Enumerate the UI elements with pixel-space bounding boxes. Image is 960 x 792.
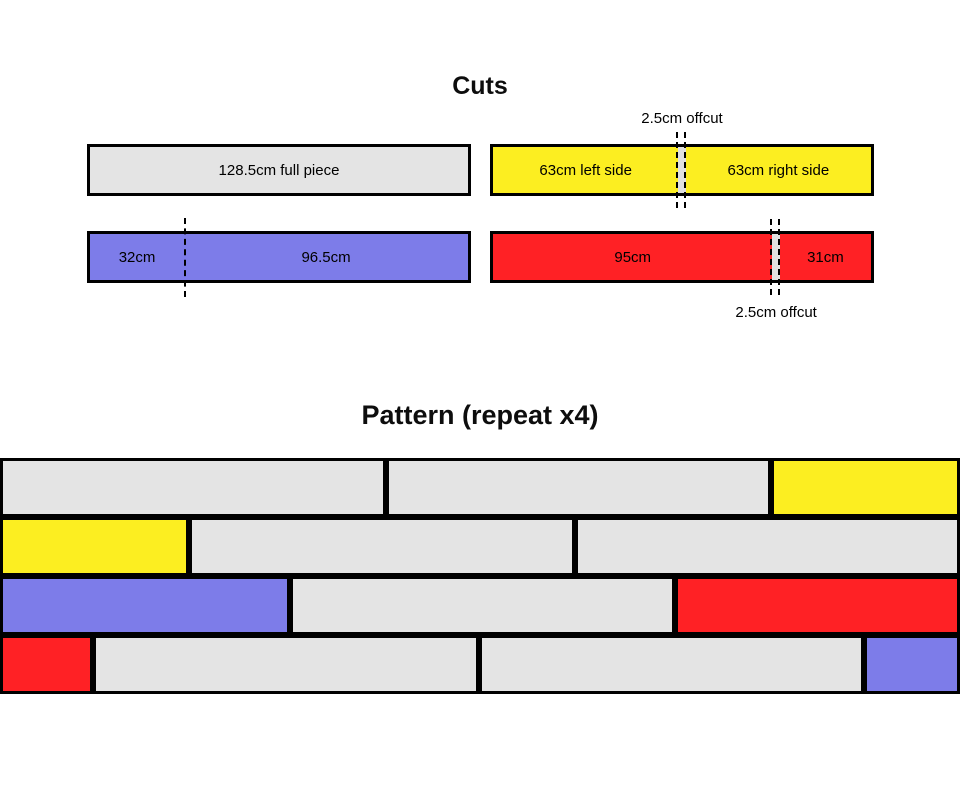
pattern-row-1 <box>0 458 960 517</box>
offcut-label: 2.5cm offcut <box>641 110 723 127</box>
pattern-piece-gray <box>93 635 479 694</box>
cut-segment-label: 31cm <box>807 248 844 266</box>
pattern-piece-blue <box>0 576 290 635</box>
offcut-label: 2.5cm offcut <box>735 304 817 321</box>
pattern-piece-yellow <box>0 517 189 576</box>
cut-bar-full-piece: 128.5cm full piece <box>87 144 471 196</box>
pattern-row-2 <box>0 517 960 576</box>
pattern-piece-gray <box>385 458 771 517</box>
cut-segment-label: 63cm left side <box>539 161 632 179</box>
cut-segment: 63cm left side <box>493 147 679 193</box>
pattern-piece-gray <box>0 458 386 517</box>
cut-segment-label: 128.5cm full piece <box>218 161 340 179</box>
cut-bar-yellow-sides: 63cm left side 63cm right side 2.5cm offcu… <box>490 110 874 208</box>
cuts-title: Cuts <box>452 72 508 100</box>
cut-bar-red-split: 95cm 31cm 2.5cm offcut <box>490 219 874 321</box>
cut-segment-label: 95cm <box>614 248 652 266</box>
pattern-grid <box>0 458 960 694</box>
cut-segment: 32cm <box>90 234 185 280</box>
cut-segment: 95cm <box>493 234 773 280</box>
offcut-strip <box>676 132 687 208</box>
pattern-piece-red <box>675 576 960 635</box>
pattern-piece-gray <box>289 576 675 635</box>
pattern-piece-gray <box>478 635 864 694</box>
cut-segment-label: 96.5cm <box>301 248 351 266</box>
pattern-piece-gray <box>574 517 960 576</box>
pattern-row-4 <box>0 635 960 694</box>
pattern-row-3 <box>0 576 960 635</box>
pattern-piece-blue <box>864 635 960 694</box>
cut-segment: 128.5cm full piece <box>90 147 468 193</box>
cut-segment: 96.5cm <box>184 234 468 280</box>
offcut-strip <box>770 219 781 295</box>
cut-dashed-line <box>184 218 187 297</box>
cut-segment-label: 63cm right side <box>727 161 830 179</box>
pattern-piece-yellow <box>771 458 960 517</box>
pattern-title: Pattern (repeat x4) <box>361 400 599 430</box>
cut-segment: 31cm <box>779 234 871 280</box>
cut-segment: 63cm right side <box>685 147 872 193</box>
cut-segment-label: 32cm <box>118 248 156 266</box>
cut-bar-blue-split: 32cm 96.5cm <box>87 218 471 297</box>
pattern-piece-red <box>0 635 93 694</box>
pattern-piece-gray <box>189 517 575 576</box>
